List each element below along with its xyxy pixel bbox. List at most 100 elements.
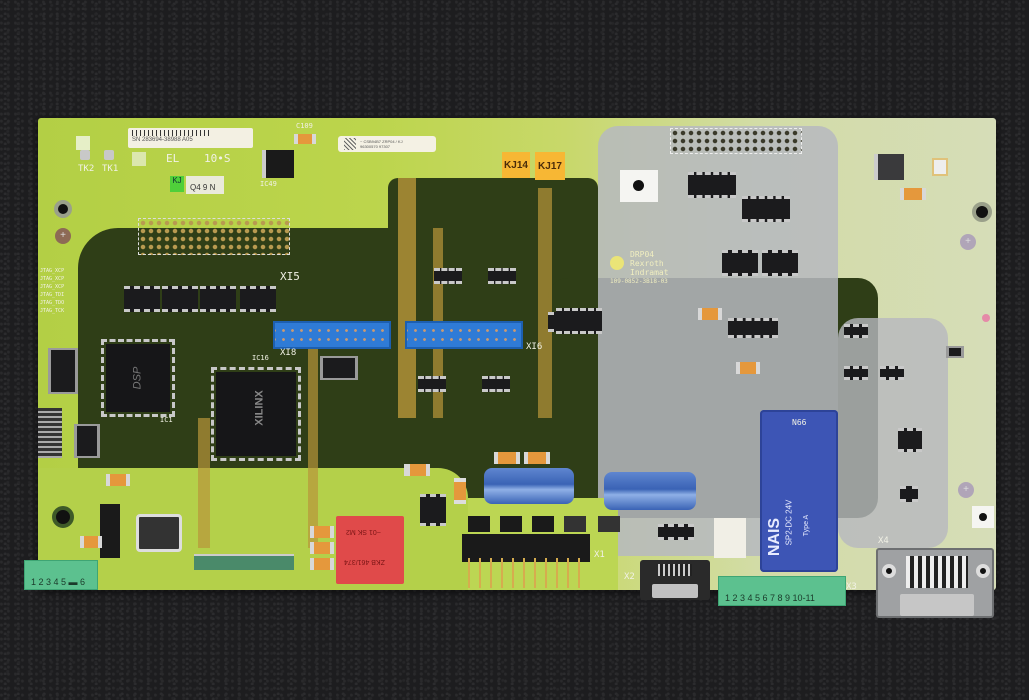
diode — [500, 516, 522, 532]
ic49-label: IC49 — [260, 180, 277, 188]
relay-spec: SP2-DC 24V — [784, 499, 794, 546]
capacitor — [736, 362, 760, 374]
ic-chip — [762, 250, 798, 276]
esd-triangle-icon — [132, 152, 146, 166]
capacitor — [406, 464, 430, 476]
diode — [532, 516, 554, 532]
ic-chip — [728, 318, 778, 338]
regulator-ic49 — [262, 150, 294, 178]
jtag-silk: JTAG_TDO — [40, 300, 65, 306]
screw-plus: + — [960, 234, 976, 250]
ic-chip — [658, 524, 694, 540]
rexroth-silk-line4: 109-0852-3B18-03 — [610, 278, 668, 285]
capacitor — [524, 452, 550, 464]
xi5-footprint — [138, 218, 290, 255]
fpga-chip: XILINX — [211, 367, 301, 461]
pin-header-x1[interactable] — [462, 534, 590, 562]
pin-header-left — [38, 408, 62, 458]
capacitor — [310, 558, 334, 570]
ic2-chip — [48, 348, 78, 394]
sticker-kj17: KJ17 — [535, 152, 565, 180]
test-pad-hole — [979, 513, 987, 521]
sticker-kj14: KJ14 — [502, 152, 530, 178]
sticker-kj14-text: KJ14 — [504, 159, 528, 171]
c109-label: C109 — [296, 122, 313, 130]
ic-chip — [74, 424, 100, 458]
ic1-label: IC1 — [160, 416, 173, 424]
ic-chip — [880, 366, 904, 380]
pin-header-footprint — [670, 128, 802, 154]
ic58-chip — [420, 494, 446, 526]
capacitor-c91 — [454, 478, 466, 504]
led-component — [932, 158, 948, 176]
ic-chip — [688, 172, 736, 198]
relay-ref: N66 — [792, 418, 807, 427]
buffer-ic — [124, 286, 160, 312]
rexroth-silk-line2: Rexroth — [630, 259, 664, 268]
trace-bundle — [198, 418, 210, 548]
ic-chip — [482, 376, 510, 392]
regulator — [874, 154, 904, 180]
ribbon-connector-xi6[interactable] — [405, 321, 523, 349]
dsub-pins — [658, 564, 692, 576]
capacitor — [80, 536, 102, 548]
capacitor — [106, 474, 130, 486]
rexroth-silk-line1: DRP04 — [630, 250, 655, 259]
qc-sticker: Q4 9 N — [186, 176, 224, 194]
buffer-ic — [162, 286, 198, 312]
capacitor-c109 — [294, 134, 316, 144]
dsub-connector-x4[interactable] — [876, 548, 994, 618]
ic-chip — [418, 376, 446, 392]
rexroth-logo-mark — [610, 256, 624, 270]
test-pad-hole — [633, 180, 644, 191]
terminal-block-right[interactable]: 1 2 3 4 5 6 7 8 9 10-11 — [718, 576, 846, 606]
x3-label: X3 — [846, 582, 857, 592]
terminal-block-left[interactable]: 1 2 3 4 5 ▬ 6 — [24, 560, 98, 590]
mounting-hole — [972, 202, 992, 222]
red-component-cr3: ~01 SK M2 ZKB 461/374 — [336, 516, 404, 584]
tk1-label: TK1 — [102, 164, 119, 174]
tk2-label: TK2 — [78, 164, 95, 174]
ic-chip — [844, 324, 868, 338]
esd-label-text: ~ CSB94B7 ZRP04 / KJ 96300570 97307 — [360, 139, 403, 149]
test-point-tk1 — [104, 150, 114, 160]
pink-dot — [982, 314, 990, 322]
x4-label: X4 — [878, 536, 889, 546]
ic-chip — [722, 250, 758, 276]
screw-plus: + — [55, 228, 71, 244]
trace-bundle — [308, 348, 318, 548]
x1-label: X1 — [594, 550, 605, 560]
test-pad-block — [972, 506, 994, 528]
jtag-silk: JTAG_TDI — [40, 292, 65, 298]
heatsink-clip — [100, 504, 120, 558]
capacitor — [310, 526, 334, 538]
dsub-x4-pins — [906, 556, 968, 588]
red-component-text-2: ZKB 461/374 — [344, 558, 385, 565]
qr-code — [344, 138, 356, 150]
dsub-shell — [652, 584, 698, 598]
barcode — [132, 130, 212, 136]
capacitor-c97 — [698, 308, 722, 320]
screw-plus: + — [958, 482, 974, 498]
mounting-hole — [52, 506, 74, 528]
flat-connector[interactable] — [194, 554, 294, 570]
ic-chip — [844, 366, 868, 380]
kj-sticker: KJ — [170, 176, 184, 192]
ic-chip — [898, 428, 922, 452]
buffer-ic — [240, 286, 276, 312]
esd-label: ~ CSB94B7 ZRP04 / KJ 96300570 97307 — [338, 136, 436, 152]
capacitor — [310, 542, 334, 554]
pin-header-x1-pins — [468, 558, 586, 588]
ic20-chip — [320, 356, 358, 380]
ribbon-connector-xi8[interactable] — [273, 321, 391, 349]
serial-number-text: SN 283694-38988 A05 — [132, 137, 193, 143]
electrolytic-capacitor-c71 — [484, 468, 574, 504]
dsub-connector-x2[interactable] — [640, 560, 710, 600]
test-point-tk2 — [80, 150, 90, 160]
dsub-x4-shell — [900, 594, 974, 616]
el-code: EL — [166, 152, 180, 165]
esd-icon — [76, 136, 90, 150]
serial-number-label: SN 283694-38988 A05 — [128, 128, 253, 148]
rexroth-silk-line3: Indramat — [630, 268, 669, 277]
terminal-block-left-pins: 1 2 3 4 5 ▬ 6 — [31, 577, 86, 587]
